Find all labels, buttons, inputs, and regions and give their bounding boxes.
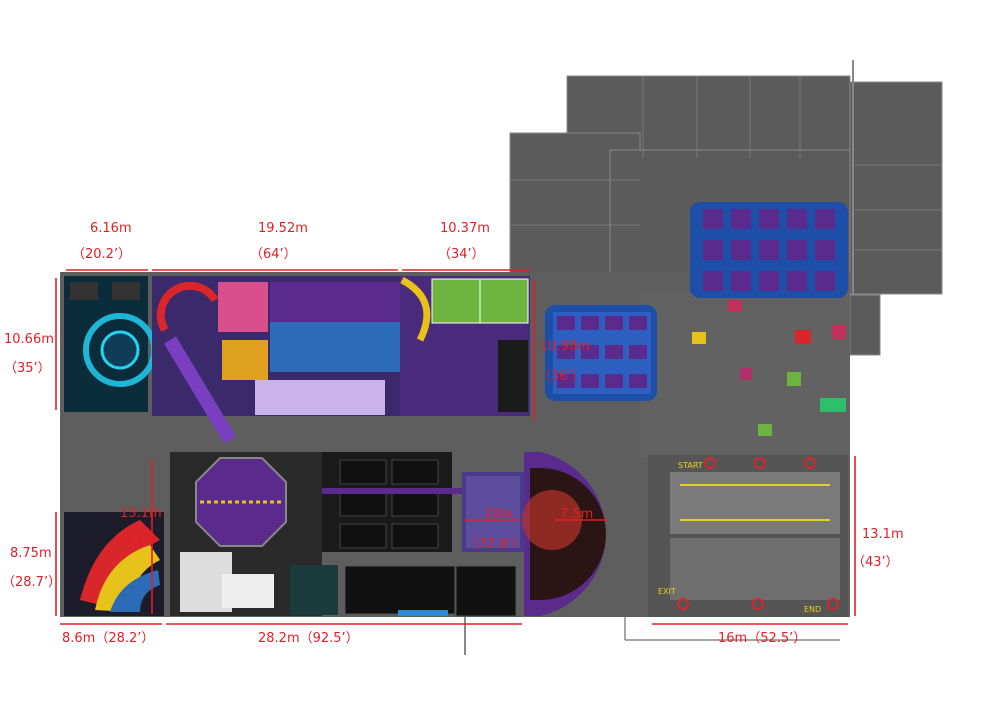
foam-pit: [462, 472, 524, 552]
dim-top-mid-ft: （64’）: [250, 247, 297, 262]
zone-center-left: [170, 452, 338, 616]
dimension-labels: 6.16m （20.2’） 19.52m （64’） 10.37m （34’） …: [2, 221, 904, 646]
zone-center: [322, 452, 517, 617]
dim-left-bottom-ft: （28.7’）: [2, 575, 61, 590]
dim-center-m: 10m: [484, 507, 513, 522]
arc-arena: [522, 452, 606, 616]
dim-mid-height-ft: （36’）: [538, 369, 585, 384]
trampoline-grid-small: [545, 305, 657, 401]
dim-trampoline-m: 13.1m: [120, 506, 162, 521]
dim-bottom-left: 8.6m（28.2’）: [62, 631, 154, 646]
dim-arc-radius: 7.5m: [560, 507, 593, 522]
dim-top-right-m: 10.37m: [440, 221, 490, 236]
dim-left-bottom-m: 8.75m: [10, 546, 52, 561]
dim-trampoline-ft: （43’）: [112, 534, 159, 549]
dim-top-mid-m: 19.52m: [258, 221, 308, 236]
trampoline-grid-large: [690, 202, 848, 298]
dim-bottom-mid: 28.2m（92.5’）: [258, 631, 359, 646]
ninja-course: START EXIT END: [648, 455, 848, 617]
start-label: START: [678, 461, 703, 470]
dim-top-left-ft: （20.2’）: [72, 247, 131, 262]
dim-right-ft: （43’）: [852, 555, 899, 570]
dim-top-right-ft: （34’）: [438, 247, 485, 262]
zone-bottom-left: [64, 512, 164, 616]
dim-bottom-right: 16m（52.5’）: [718, 631, 806, 646]
dim-top-left-m: 6.16m: [90, 221, 132, 236]
dimension-lines: [55, 269, 856, 625]
zone-top-middle: [152, 276, 400, 444]
exit-label: EXIT: [658, 587, 676, 596]
zone-top-right: [400, 276, 530, 416]
end-label: END: [804, 605, 821, 614]
dim-right-m: 13.1m: [862, 527, 904, 542]
zone-top-left: [64, 276, 157, 412]
dim-center-ft: （32.8’）: [466, 537, 525, 552]
dim-left-top-m: 10.66m: [4, 332, 54, 347]
dim-mid-height-m: 10.98m: [540, 339, 590, 354]
dim-left-top-ft: （35’）: [4, 361, 51, 376]
arcade-area: [692, 300, 846, 436]
